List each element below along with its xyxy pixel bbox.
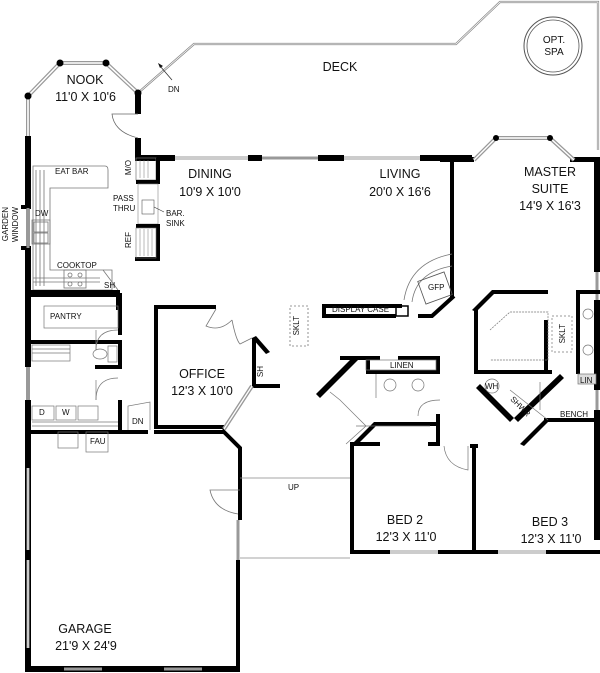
garage-walls: [25, 432, 240, 672]
kitchen-island-block: [135, 157, 165, 261]
dining-label: DINING: [188, 167, 232, 181]
water-heater-label: WH: [485, 382, 499, 391]
spa-icon: [523, 16, 583, 76]
dryer-label: D: [39, 408, 45, 417]
master-bay-window: [472, 135, 576, 162]
hall-skylight-label: SKLT: [292, 316, 301, 336]
master-label: MASTER: [523, 165, 577, 179]
bench-label: BENCH: [560, 410, 589, 419]
bed2-label: BED 2: [386, 513, 424, 527]
kitchen-shelf-label: SH: [104, 281, 116, 290]
garage-stair-label: DN: [132, 417, 144, 426]
nook-label: NOOK: [66, 73, 104, 87]
bar-sink-icon: [141, 199, 155, 215]
deck-label: DECK: [322, 60, 358, 74]
master-bath-walls: [472, 290, 600, 422]
eat-bar-label: EAT BAR: [55, 167, 89, 176]
deck-stair-label: DN: [168, 85, 180, 94]
utility-fixtures: [31, 305, 151, 453]
office-dimensions: 12'3 X 10'0: [171, 384, 233, 398]
garage-dimensions: 21'9 X 24'9: [55, 639, 117, 653]
fireplace-icon: [417, 271, 453, 305]
dining-dimensions: 10'9 X 10'0: [179, 185, 241, 199]
toilet-icon: [107, 345, 118, 363]
furnace-label: FAU: [90, 437, 106, 446]
display-case-label: DISPLAY CASE: [332, 305, 390, 314]
fireplace-label: GFP: [428, 283, 445, 292]
living-dimensions: 20'0 X 16'6: [369, 185, 431, 199]
office-shelf-label: SH: [256, 366, 265, 378]
washer-label: W: [62, 408, 70, 417]
linen-label: LINEN: [390, 361, 414, 370]
hall-walls: [289, 253, 456, 347]
pass-thru-label-2: THRU: [113, 204, 136, 213]
deck-stair-arrow-icon: [159, 65, 173, 81]
bed2-dimensions: 12'3 X 11'0: [375, 530, 437, 544]
spa-label-2: SPA: [544, 47, 564, 58]
bed3-label: BED 3: [531, 515, 569, 529]
pass-thru-label-1: PASS: [113, 194, 134, 203]
dishwasher-label: DW: [35, 209, 49, 218]
fridge-label: REF: [124, 232, 133, 248]
up-stair-label: UP: [288, 483, 300, 492]
office-label: OFFICE: [179, 367, 225, 381]
master-dimensions: 14'9 X 16'3: [519, 199, 581, 213]
bed3-dimensions: 12'3 X 11'0: [520, 532, 582, 546]
pantry-label: PANTRY: [50, 312, 82, 321]
bar-sink-label-1: BAR.: [166, 209, 185, 218]
nook-dimensions: 11'0 X 10'6: [55, 90, 116, 104]
garden-window-label-2: WINDOW: [11, 207, 20, 243]
living-label: LIVING: [379, 167, 421, 181]
bar-sink-label-2: SINK: [166, 219, 185, 228]
office-walls: [154, 305, 280, 429]
master-linen-label: LIN: [580, 376, 593, 385]
spa-label-1: OPT.: [542, 35, 566, 46]
cooktop-label: COOKTOP: [57, 261, 97, 270]
kitchen-counters: [31, 165, 119, 291]
bedroom-walls: [350, 418, 600, 554]
master-label-2: SUITE: [531, 182, 569, 196]
deck-outline: [137, 0, 600, 150]
hall-bath-walls: [316, 356, 440, 446]
microwave-label: M/O: [124, 160, 133, 176]
master-skylight-label: SKLT: [558, 324, 567, 344]
garden-window-label-1: GARDEN: [1, 207, 10, 242]
garage-label: GARAGE: [58, 622, 112, 636]
water-heater-icon: [484, 378, 500, 394]
